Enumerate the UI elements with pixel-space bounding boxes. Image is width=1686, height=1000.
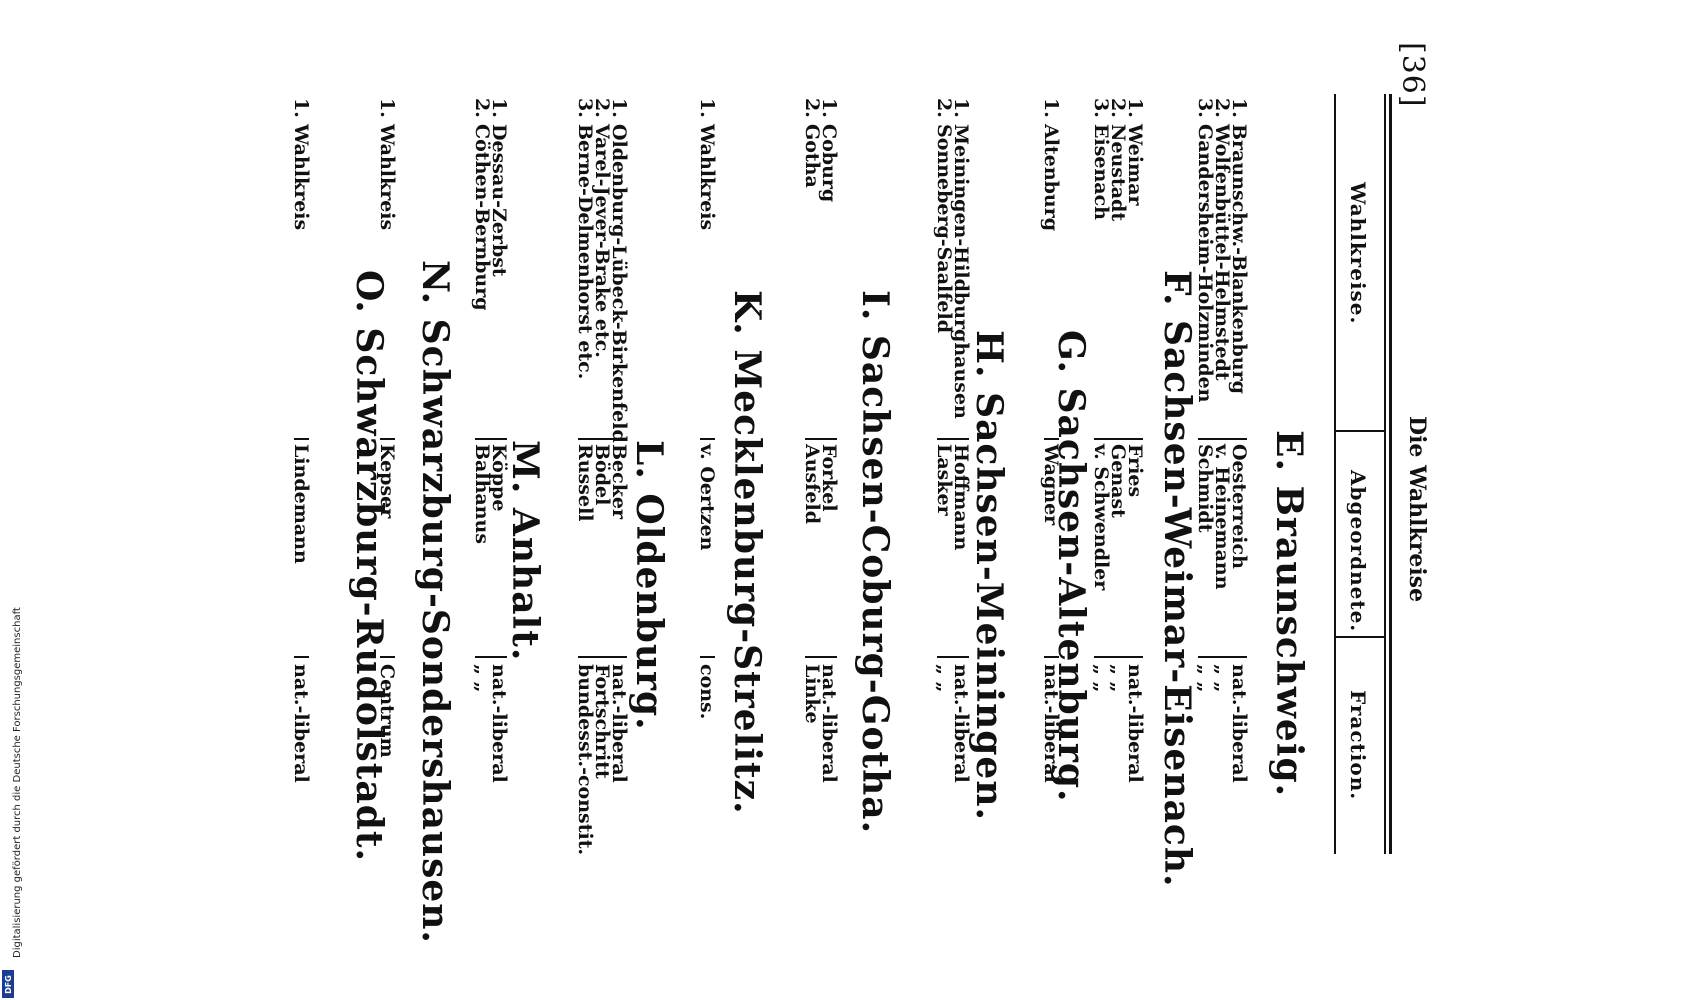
district-name: Sonneberg-Saalfeld — [933, 124, 955, 333]
dfg-logo-icon: DFG — [2, 970, 14, 998]
row-number: 1. — [290, 98, 312, 118]
column-divider-fraction — [1198, 656, 1247, 658]
column-divider-deputy — [475, 438, 507, 440]
section-heading: F. Sachsen-Weimar-Eisenach. — [1156, 270, 1198, 888]
section-heading: M. Anhalt. — [504, 440, 546, 662]
deputy-name: Lindemann — [290, 444, 312, 564]
fraction-name: cons. — [696, 664, 718, 720]
header-rule-bottom — [1334, 94, 1336, 854]
section-heading: I. Sachsen-Coburg-Gotha. — [854, 290, 896, 835]
column-divider-deputy — [1044, 438, 1059, 440]
page-number: [36] — [1395, 42, 1430, 108]
deputy-name: Lasker — [933, 444, 955, 516]
header-separator-1 — [1336, 430, 1386, 432]
row-number: 3. — [1194, 98, 1216, 118]
deputy-name: Schmidt — [1194, 444, 1216, 533]
column-header-abgeordnete: Abgeordnete. — [1346, 470, 1370, 633]
row-number: 2. — [801, 98, 823, 118]
column-header-wahlkreise: Wahlkreise. — [1346, 182, 1370, 325]
deputy-name: Wagner — [1040, 444, 1062, 526]
section-heading: H. Sachsen-Meiningen. — [968, 330, 1010, 822]
header-rule-top — [1389, 94, 1392, 854]
district-name: Berne-Delmenhorst etc. — [574, 124, 596, 380]
fraction-name: bundesst.-constit. — [574, 664, 596, 856]
column-divider-deputy — [294, 438, 309, 440]
section-heading: L. Oldenburg. — [628, 440, 670, 731]
column-divider-deputy — [700, 438, 715, 440]
deputy-name: Russell — [574, 444, 596, 522]
running-title: Die Wahlkreise — [1404, 416, 1430, 603]
district-name: Cöthen-Bernburg — [471, 124, 493, 311]
fraction-name: „ „ — [933, 664, 955, 693]
column-header-fraction: Fraction. — [1346, 690, 1370, 801]
deputy-name: Balhanus — [471, 444, 493, 545]
deputy-name: v. Schwendler — [1090, 444, 1112, 591]
column-divider-fraction — [1094, 656, 1143, 658]
digitization-credit-text: Digitalisierung gefördert durch die Deut… — [12, 607, 23, 958]
district-name: Wahlkreis — [290, 124, 312, 231]
column-divider-fraction — [700, 656, 715, 658]
row-number: 3. — [574, 98, 596, 118]
section-heading: E. Braunschweig. — [1268, 430, 1310, 798]
column-divider-fraction — [294, 656, 309, 658]
fraction-name: nat.-liberal — [290, 664, 312, 783]
column-divider-fraction — [475, 656, 507, 658]
section-heading: O. Schwarzburg-Rudolstadt. — [348, 270, 390, 863]
district-name: Altenburg — [1040, 124, 1062, 232]
row-number: 3. — [1090, 98, 1112, 118]
column-divider-fraction — [937, 656, 969, 658]
fraction-name: nat.-liberal — [1040, 664, 1062, 783]
column-divider-fraction — [578, 656, 627, 658]
column-divider-deputy — [578, 438, 627, 440]
deputy-name: Ausfeld — [801, 444, 823, 525]
district-name: Gandersheim-Holzminden — [1194, 124, 1216, 403]
column-divider-fraction — [1044, 656, 1059, 658]
column-divider-deputy — [937, 438, 969, 440]
fraction-name: „ „ — [1194, 664, 1216, 693]
column-divider-deputy — [1198, 438, 1247, 440]
deputy-name: v. Oertzen — [696, 444, 718, 551]
row-number: 1. — [1040, 98, 1062, 118]
column-divider-deputy — [805, 438, 837, 440]
fraction-name: „ „ — [1090, 664, 1112, 693]
row-number: 2. — [933, 98, 955, 118]
row-number: 2. — [471, 98, 493, 118]
header-separator-2 — [1336, 636, 1386, 638]
fraction-name: Linke — [801, 664, 823, 724]
section-heading: K. Mecklenburg-Strelitz. — [726, 290, 768, 815]
row-number: 1. — [376, 98, 398, 118]
district-name: Wahlkreis — [376, 124, 398, 231]
district-name: Eisenach — [1090, 124, 1112, 220]
row-number: 1. — [696, 98, 718, 118]
column-divider-fraction — [805, 656, 837, 658]
digitization-credit: Digitalisierung gefördert durch die Deut… — [2, 607, 23, 1000]
district-name: Gotha — [801, 124, 823, 188]
section-heading: N. Schwarzburg-Sondershausen. — [414, 260, 456, 944]
dfg-logo-text: DFG — [3, 974, 13, 994]
fraction-name: „ „ — [471, 664, 493, 693]
district-name: Wahlkreis — [696, 124, 718, 231]
column-divider-deputy — [1094, 438, 1143, 440]
header-rule-top-inner — [1384, 94, 1386, 854]
